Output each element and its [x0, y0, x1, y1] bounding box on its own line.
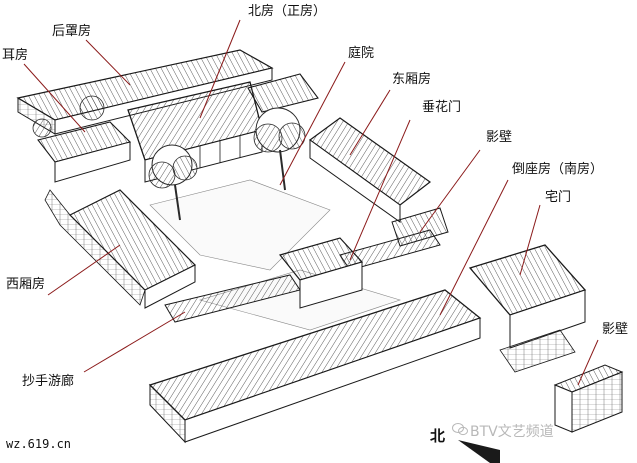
main-gate-steps — [499, 329, 576, 373]
west-outer-wall — [44, 189, 146, 306]
leader-ying-bi-inner — [419, 149, 481, 233]
ear-room-wall — [54, 141, 131, 183]
north-arrow-icon — [458, 440, 500, 463]
label-ying-bi-outer: 影壁 — [602, 322, 629, 337]
tree-back — [32, 95, 105, 138]
leader-chui-hua-men — [349, 119, 411, 261]
outer-screen-wall-side — [554, 384, 573, 433]
label-ting-yuan: 庭院 — [348, 46, 375, 61]
leader-bei-fang — [199, 19, 241, 119]
label-hou-zhao-fang: 后罩房 — [52, 24, 92, 39]
label-xi-xiang-fang: 西厢房 — [6, 277, 46, 292]
label-zhai-men: 宅门 — [545, 190, 572, 205]
courtyard-ground — [149, 179, 331, 271]
chat-bubble-icon — [452, 423, 468, 436]
north-label: 北 — [430, 427, 446, 445]
leader-ying-bi-outer — [577, 339, 599, 386]
label-chui-hua-men: 垂花门 — [422, 100, 462, 115]
north-ear-room-roof — [247, 73, 319, 113]
label-er-fang: 耳房 — [2, 48, 29, 63]
hanging-flower-gate-wall — [299, 261, 363, 309]
label-bei-fang: 北房（正房） — [248, 4, 327, 19]
leader-ting-yuan — [279, 61, 346, 186]
west-wing-wall — [144, 264, 196, 309]
site-url-text: wz.619.cn — [6, 437, 72, 451]
label-dong-xiang-fang: 东厢房 — [392, 72, 432, 87]
leader-lines — [23, 19, 599, 386]
tree-right — [253, 107, 306, 191]
main-gate-wall — [509, 289, 586, 349]
south-building-end — [149, 383, 186, 444]
leader-zhai-men — [519, 204, 541, 276]
inner-screen-wall — [391, 207, 449, 247]
leader-chao-shou-you-lang — [83, 311, 186, 373]
leader-er-fang — [23, 63, 86, 133]
leader-dong-xiang-fang — [349, 89, 391, 156]
label-dao-zuo-fang: 倒座房（南房） — [512, 162, 604, 177]
leader-xi-xiang-fang — [47, 244, 121, 296]
watermark-text: BTV文艺频道 — [470, 424, 554, 440]
label-ying-bi-inner: 影壁 — [486, 130, 513, 145]
label-chao-shou-you-lang: 抄手游廊 — [22, 374, 75, 389]
leader-dao-zuo-fang — [439, 179, 509, 316]
leader-hou-zhao-fang — [85, 39, 131, 86]
tree-left — [148, 144, 198, 221]
